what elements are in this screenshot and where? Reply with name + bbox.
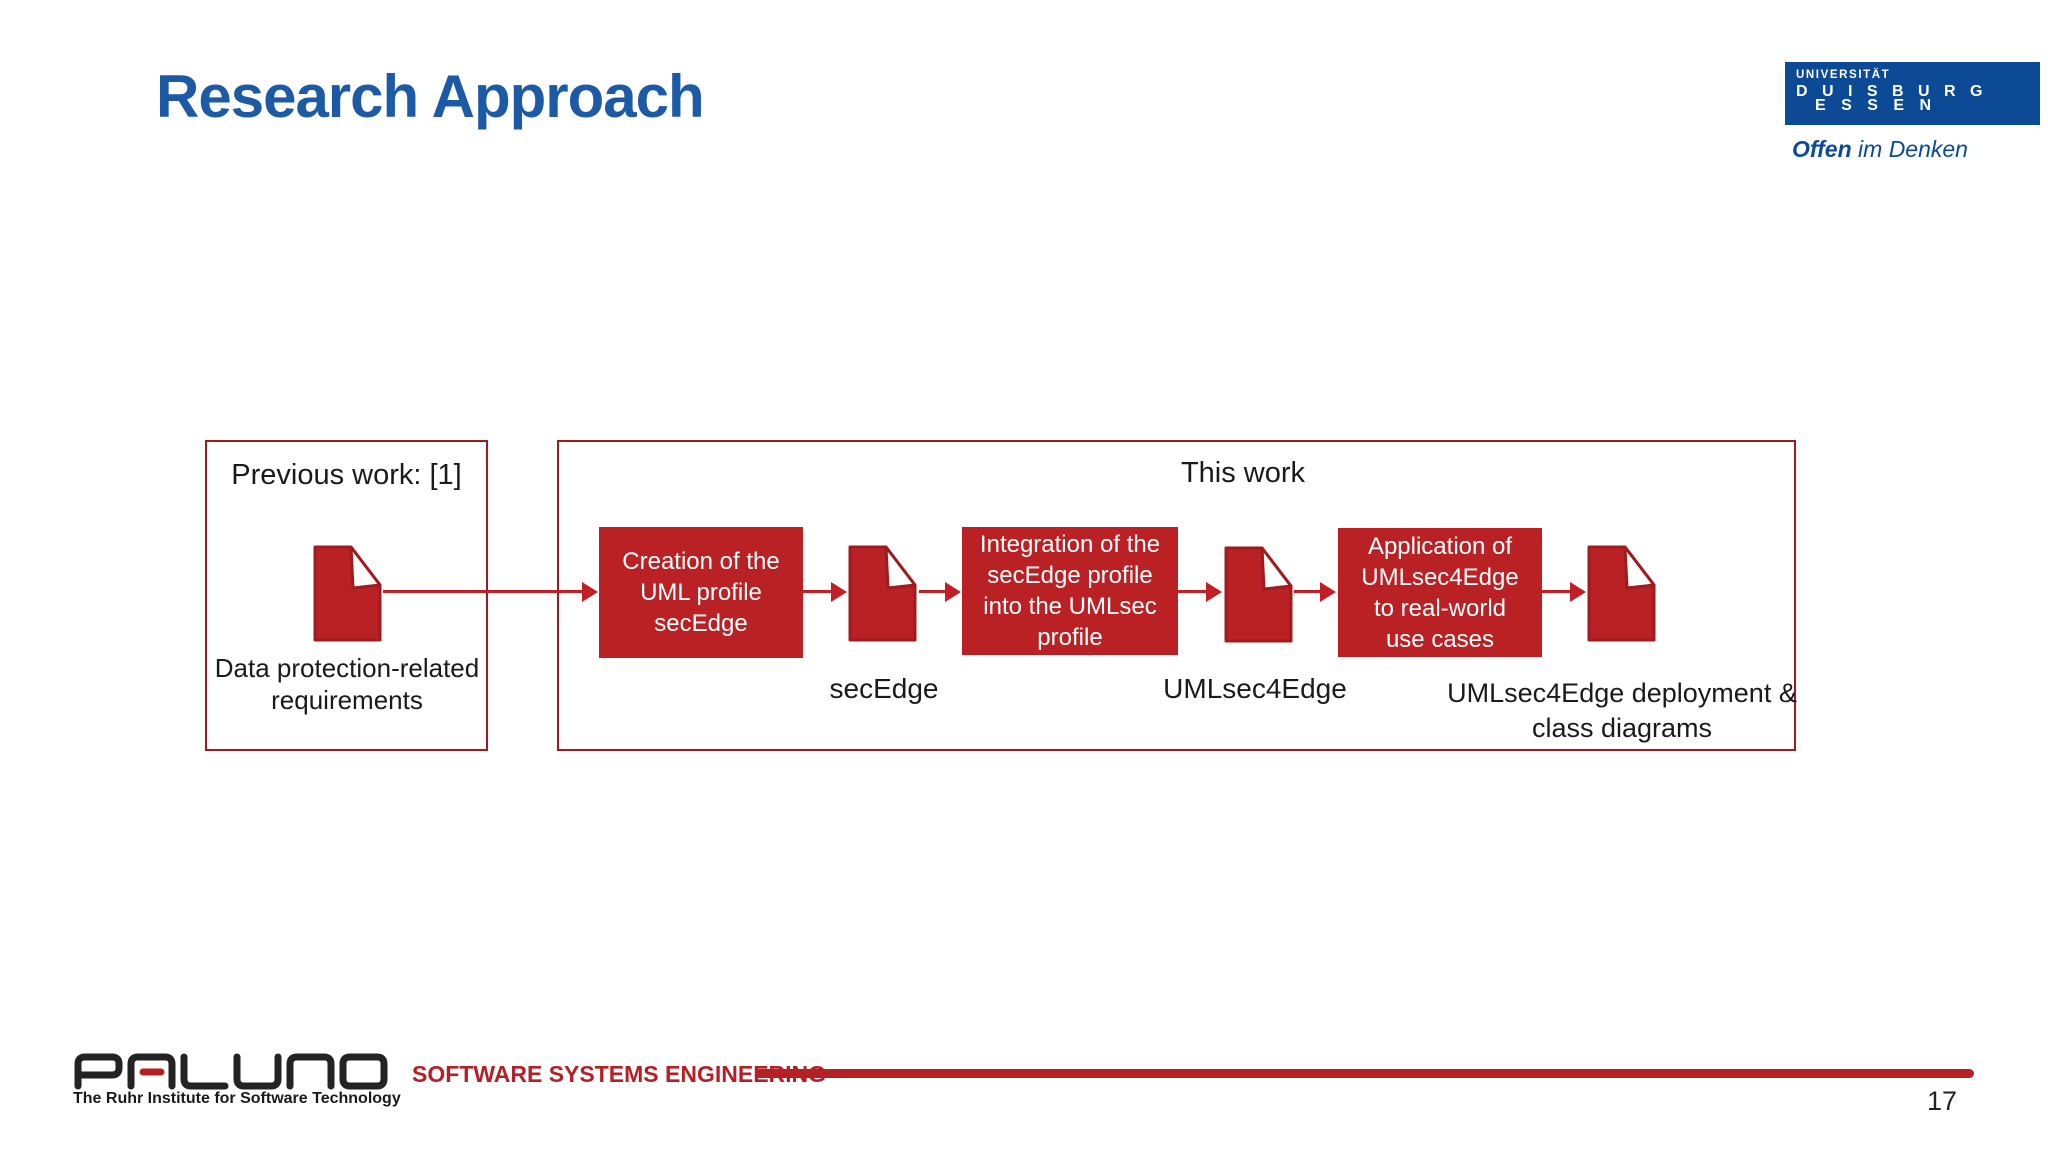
university-logo-line2: D U I S B U R G xyxy=(1796,83,1988,100)
footer-divider-rule xyxy=(755,1069,1974,1078)
university-logo: UNIVERSITÄT D U I S B U R G E S S E N xyxy=(1785,62,2040,125)
step-box-label: Application of UMLsec4Edge to real-world… xyxy=(1361,532,1519,653)
step-box-label: Creation of the UML profile secEdge xyxy=(622,548,780,637)
flow-arrow-icon xyxy=(1542,581,1586,602)
artifact-label-umlsec4edge: UMLsec4Edge xyxy=(1163,673,1347,704)
university-motto-bold: Offen xyxy=(1792,136,1852,162)
flow-arrow-icon xyxy=(919,581,961,602)
document-icon xyxy=(848,545,917,642)
university-logo-line1: UNIVERSITÄT xyxy=(1796,69,1891,81)
this-work-group-box xyxy=(557,440,1796,751)
artifact-label-requirements: Data protection-related requirements xyxy=(214,653,480,715)
document-icon xyxy=(1224,546,1293,643)
document-icon xyxy=(313,545,382,642)
flow-arrow-icon xyxy=(1294,581,1336,602)
page-title: Research Approach xyxy=(156,63,705,130)
step-box-application: Application of UMLsec4Edge to real-world… xyxy=(1338,528,1542,657)
university-motto-rest: im Denken xyxy=(1851,136,1968,162)
previous-work-group-box xyxy=(205,440,488,751)
previous-work-title: Previous work: [1] xyxy=(231,459,462,491)
university-logo-line3: E S S E N xyxy=(1815,97,1937,114)
this-work-title: This work xyxy=(1180,457,1306,489)
step-box-label: Integration of the secEdge profile into … xyxy=(979,531,1161,651)
flow-arrow-icon xyxy=(803,581,847,602)
university-motto: Offen im Denken xyxy=(1792,136,1968,163)
artifact-label-secedge: secEdge xyxy=(829,673,939,704)
flow-arrow-icon xyxy=(383,581,598,602)
step-box-integration: Integration of the secEdge profile into … xyxy=(962,527,1178,655)
paluno-tagline: The Ruhr Institute for Software Technolo… xyxy=(73,1090,401,1107)
step-box-creation: Creation of the UML profile secEdge xyxy=(599,527,803,658)
flow-arrow-icon xyxy=(1178,581,1222,602)
artifact-label-diagrams: UMLsec4Edge deployment & class diagrams xyxy=(1447,678,1797,743)
document-icon xyxy=(1587,545,1656,642)
page-number: 17 xyxy=(1926,1086,1958,1116)
paluno-logo xyxy=(74,1053,388,1090)
